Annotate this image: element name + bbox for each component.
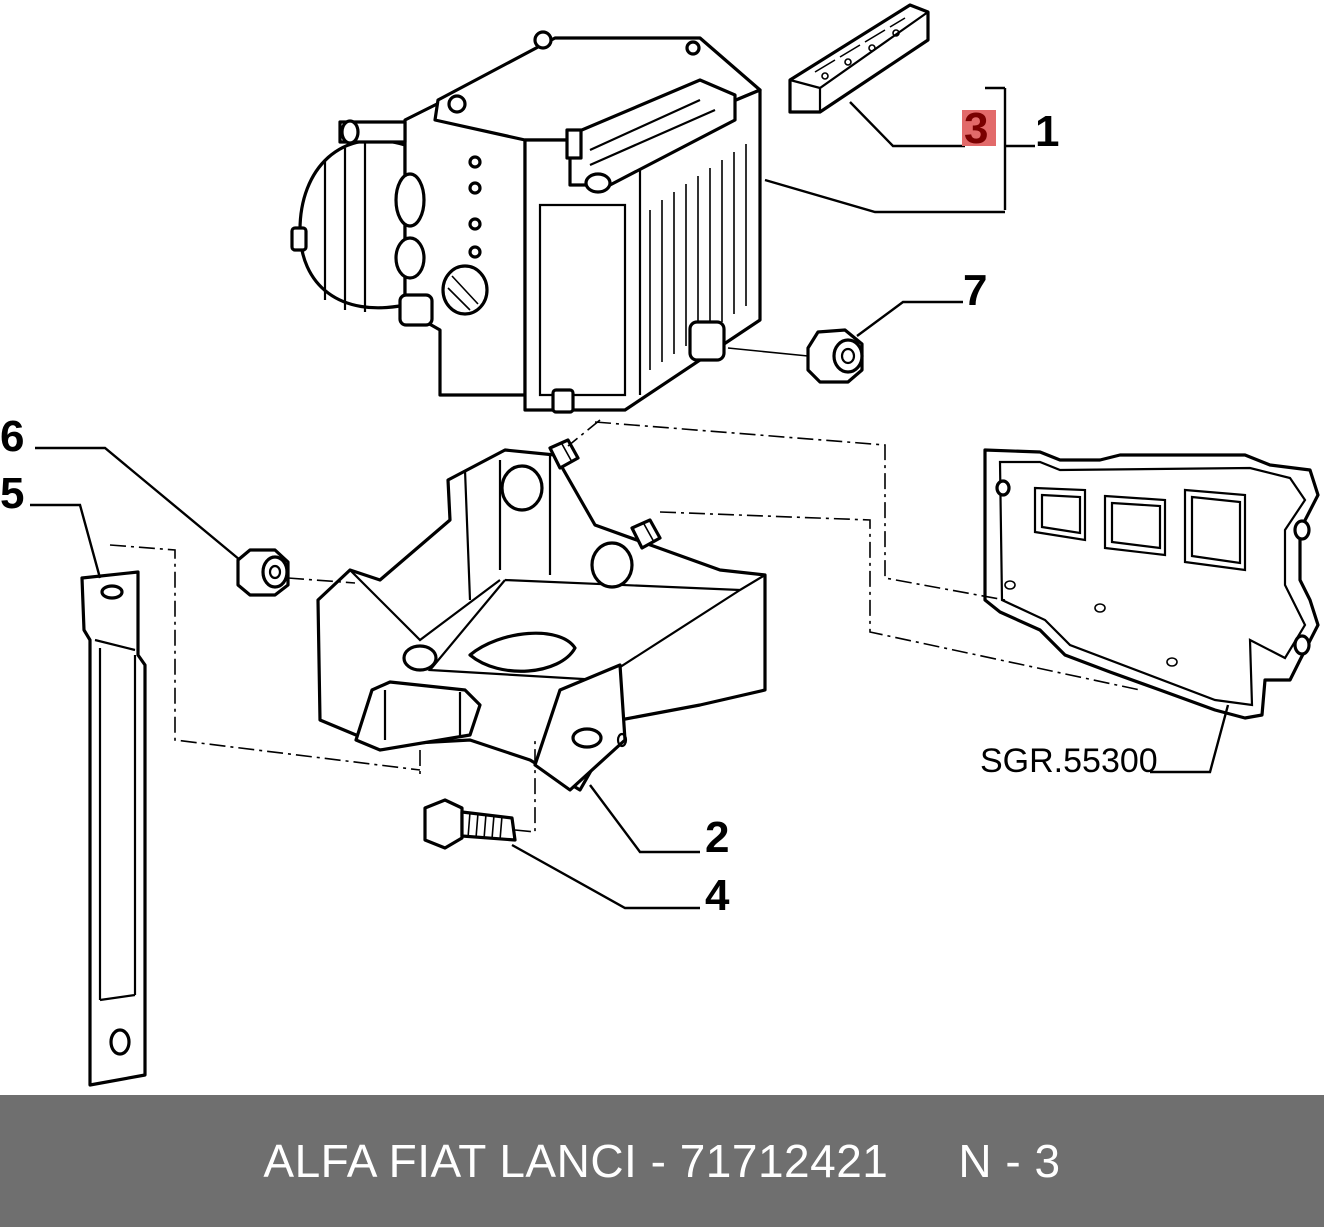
callout-1[interactable]: 1 [1035,107,1059,156]
footer-brand-part-number: ALFA FIAT LANCI - 71712421 [263,1135,889,1187]
abs-control-unit[interactable] [290,30,762,414]
callout-3[interactable]: 3 [964,104,988,153]
strap-part-5[interactable] [80,570,147,1087]
assembly-lines [109,419,1141,833]
gasket-panel[interactable] [983,448,1320,720]
bolt-part-4[interactable] [423,798,517,850]
footer-position-label: N - 3 [958,1135,1061,1187]
mounting-bracket[interactable] [316,438,767,792]
leader-lines [30,86,1230,910]
exploded-parts-diagram: 3 1 7 6 5 2 4 SGR.55300 [0,3,1320,1087]
callout-4[interactable]: 4 [705,871,730,920]
nut-axis-line [727,347,809,357]
callout-6[interactable]: 6 [0,412,24,461]
callout-7[interactable]: 7 [963,266,987,315]
spacer-part-6[interactable] [236,548,290,597]
callout-3-highlight [962,110,996,146]
callout-5[interactable]: 5 [0,469,24,518]
reference-code[interactable]: SGR.55300 [980,742,1158,780]
electrical-connector[interactable] [788,3,930,114]
nut-part-7[interactable] [806,328,864,384]
callout-2[interactable]: 2 [705,813,729,862]
footer-bar: ALFA FIAT LANCI - 71712421 N - 3 [0,1095,1324,1227]
